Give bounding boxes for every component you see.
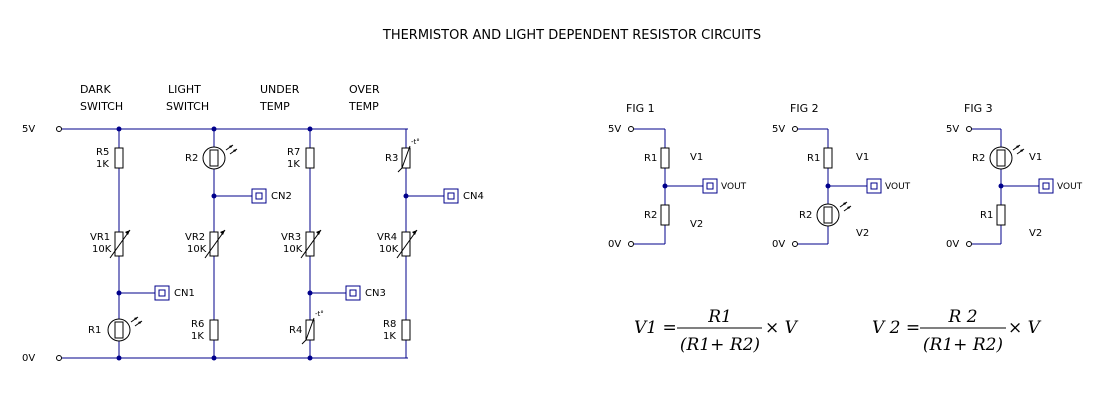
resistor-r6: R6 1K [191, 319, 219, 342]
svg-text:R6: R6 [191, 319, 204, 330]
thermistor-r4: -t° R4 [289, 310, 324, 345]
fig-1-title: FIG 1 [626, 102, 655, 115]
header-light-2: SWITCH [166, 100, 209, 113]
ldr-r1: R1 [88, 316, 143, 342]
svg-text:V2: V2 [690, 219, 703, 230]
svg-text:V2: V2 [1029, 228, 1042, 239]
svg-text:CN4: CN4 [463, 191, 484, 202]
variable-resistor-vr4: VR4 10K [377, 229, 418, 259]
svg-text:R1: R1 [644, 153, 657, 164]
terminal-5v [56, 126, 62, 132]
svg-text:V1: V1 [690, 152, 703, 163]
connector-cn1: CN1 [154, 285, 195, 301]
rail-0v-label: 0V [22, 353, 35, 364]
equation-v2-lhs: V 2 = [872, 318, 920, 338]
svg-text:10K: 10K [187, 244, 207, 255]
header-under-2: TEMP [259, 100, 290, 113]
resistor-r5: R5 1K [96, 147, 124, 170]
connector-cn4: CN4 [443, 188, 484, 204]
connector-cn3: CN3 [345, 285, 386, 301]
rail-5v-label: 5V [22, 124, 35, 135]
svg-text:V1: V1 [1029, 152, 1042, 163]
svg-text:1K: 1K [96, 159, 109, 170]
svg-text:V2: V2 [856, 228, 869, 239]
svg-text:CN3: CN3 [365, 288, 386, 299]
fig-3-title: FIG 3 [964, 102, 993, 115]
svg-text:R1: R1 [88, 325, 101, 336]
svg-text:VR1: VR1 [90, 232, 110, 243]
svg-text:R1: R1 [807, 153, 820, 164]
equation-v1-numerator: R1 [707, 307, 732, 327]
svg-text:-t°: -t° [411, 138, 420, 146]
svg-text:5V: 5V [946, 124, 959, 135]
svg-text:-t°: -t° [315, 310, 324, 318]
variable-resistor-vr3: VR3 10K [281, 229, 322, 259]
svg-text:R5: R5 [96, 147, 109, 158]
terminal-0v [56, 355, 62, 361]
equation-v2: V 2 = R 2 (R1+ R2) × V [872, 307, 1042, 355]
equation-v1-denominator: (R1+ R2) [680, 335, 760, 355]
svg-text:R2: R2 [185, 153, 198, 164]
header-over-1: OVER [349, 83, 380, 96]
connector-cn2: CN2 [251, 188, 292, 204]
resistor-r7: R7 1K [287, 147, 315, 170]
header-dark-1: DARK [80, 83, 111, 96]
svg-text:10K: 10K [283, 244, 303, 255]
svg-text:VR4: VR4 [377, 232, 397, 243]
svg-text:R2: R2 [799, 210, 812, 221]
svg-text:1K: 1K [287, 159, 300, 170]
fig-1: FIG 1 5V R1 V1 VOUT R2 V2 0V [608, 102, 747, 250]
header-light-1: LIGHT [168, 83, 201, 96]
equation-v1-lhs: V1 = [634, 318, 677, 338]
svg-text:VR3: VR3 [281, 232, 301, 243]
svg-text:10K: 10K [92, 244, 112, 255]
diagram-title: THERMISTOR AND LIGHT DEPENDENT RESISTOR … [382, 28, 761, 43]
svg-text:R8: R8 [383, 319, 396, 330]
svg-text:R2: R2 [972, 153, 985, 164]
svg-text:0V: 0V [946, 239, 959, 250]
header-over-2: TEMP [348, 100, 379, 113]
fig-3: FIG 3 5V R2 V1 VOUT R1 V2 0V [946, 102, 1083, 250]
svg-text:0V: 0V [772, 239, 785, 250]
svg-text:R1: R1 [980, 210, 993, 221]
svg-text:VOUT: VOUT [885, 182, 911, 192]
svg-text:10K: 10K [379, 244, 399, 255]
svg-text:V1: V1 [856, 152, 869, 163]
fig-2: FIG 2 5V R1 V1 VOUT R2 V2 0V [772, 102, 911, 250]
svg-text:0V: 0V [608, 239, 621, 250]
resistor-r8: R8 1K [383, 319, 411, 342]
equation-v2-rhs: × V [1008, 318, 1042, 338]
equation-v2-numerator: R 2 [947, 307, 977, 327]
svg-text:5V: 5V [772, 124, 785, 135]
svg-text:R7: R7 [287, 147, 300, 158]
svg-text:VOUT: VOUT [1057, 182, 1083, 192]
svg-text:VR2: VR2 [185, 232, 205, 243]
ldr-r2: R2 [185, 144, 238, 170]
svg-text:1K: 1K [383, 331, 396, 342]
equation-v2-denominator: (R1+ R2) [923, 335, 1003, 355]
fig-2-title: FIG 2 [790, 102, 819, 115]
svg-text:CN2: CN2 [271, 191, 292, 202]
variable-resistor-vr1: VR1 10K [90, 229, 131, 259]
thermistor-r3: -t° R3 [385, 138, 420, 173]
header-under-1: UNDER [260, 83, 300, 96]
column-headers: DARK SWITCH LIGHT SWITCH UNDER TEMP OVER… [80, 83, 380, 113]
variable-resistor-vr2: VR2 10K [185, 229, 226, 259]
svg-text:CN1: CN1 [174, 288, 195, 299]
svg-text:5V: 5V [608, 124, 621, 135]
svg-text:R4: R4 [289, 325, 302, 336]
equation-v1-rhs: × V [765, 318, 799, 338]
svg-text:1K: 1K [191, 331, 204, 342]
svg-text:R2: R2 [644, 210, 657, 221]
svg-text:R3: R3 [385, 153, 398, 164]
header-dark-2: SWITCH [80, 100, 123, 113]
equation-v1: V1 = R1 (R1+ R2) × V [634, 307, 799, 355]
svg-text:VOUT: VOUT [721, 182, 747, 192]
